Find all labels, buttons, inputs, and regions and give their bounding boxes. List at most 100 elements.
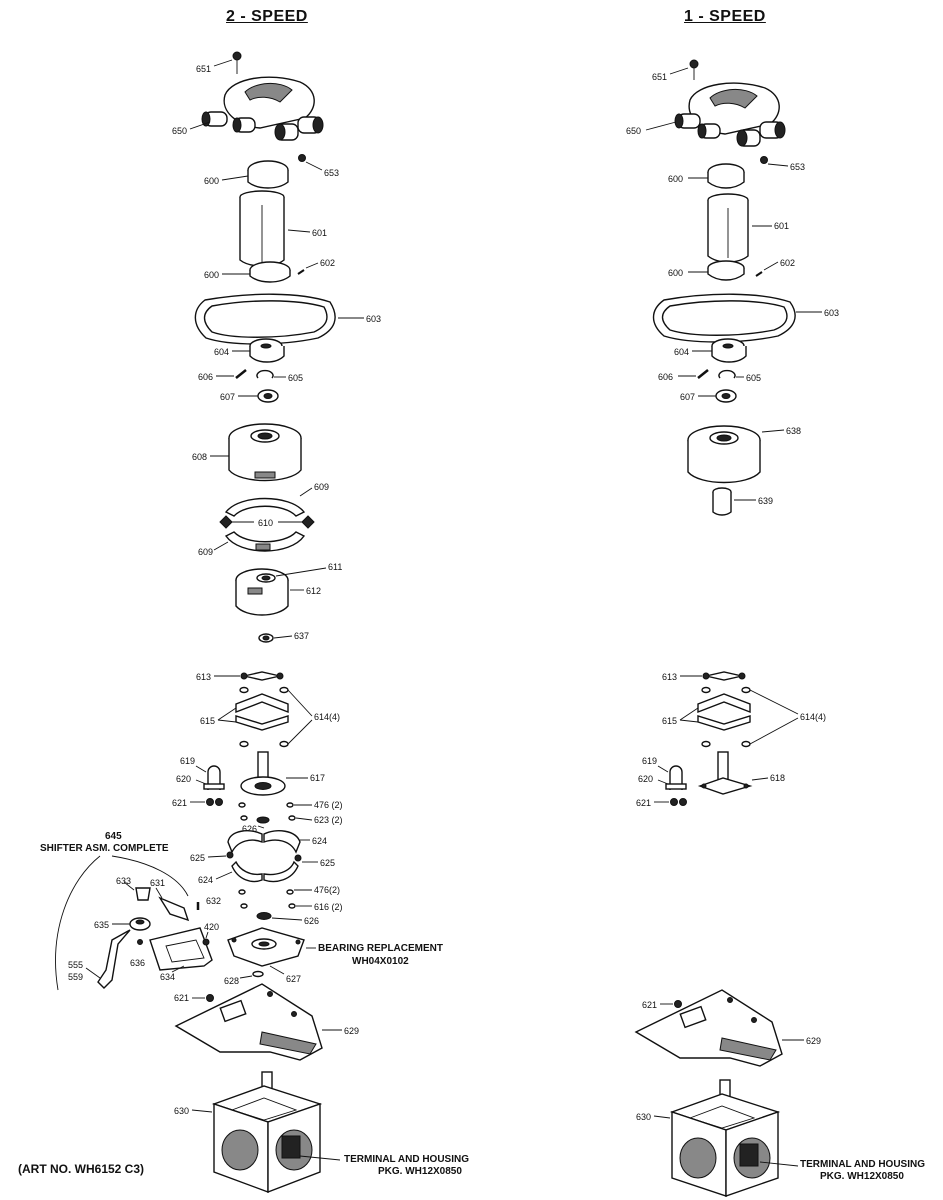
hose-601-icon <box>239 190 285 267</box>
screw-602-icon <box>297 269 305 275</box>
screw-653-right-icon <box>760 156 768 164</box>
washers-614-bottom-icon <box>239 740 289 748</box>
label-651-right: 651 <box>652 72 667 82</box>
label-620-right: 620 <box>638 774 653 784</box>
key-606-icon <box>235 369 247 379</box>
label-609-bottom: 609 <box>198 547 213 557</box>
label-630-right: 630 <box>636 1112 651 1122</box>
label-617: 617 <box>310 773 325 783</box>
label-607: 607 <box>220 392 235 402</box>
label-631: 631 <box>150 878 165 888</box>
nut-637-icon <box>258 633 274 643</box>
label-604-right: 604 <box>674 347 689 357</box>
shoe-609-top-icon <box>224 497 306 517</box>
label-602-right: 602 <box>780 258 795 268</box>
sleeve-639-icon <box>712 487 732 516</box>
ring-605-right-icon <box>718 369 736 379</box>
label-600-top: 600 <box>204 176 219 186</box>
belt-603-icon <box>194 293 336 345</box>
label-555: 555 <box>68 960 83 970</box>
clamp-600-bottom-icon <box>249 261 291 283</box>
label-625-right: 625 <box>320 858 335 868</box>
mounting-plate-629-icon <box>174 983 323 1061</box>
label-600-bottom-right: 600 <box>668 268 683 278</box>
art-number: (ART NO. WH6152 C3) <box>18 1162 145 1176</box>
label-626-bottom: 626 <box>304 916 319 926</box>
nuts-621-right-icon <box>670 798 687 806</box>
terminal-housing-right-part: PKG. WH12X0850 <box>820 1171 904 1182</box>
washers-614-right-icon <box>701 686 751 748</box>
pump-650-right-icon <box>674 82 786 147</box>
pulley-638-icon <box>687 425 761 484</box>
label-605: 605 <box>288 373 303 383</box>
label-619-right: 619 <box>642 756 657 766</box>
label-608: 608 <box>192 452 207 462</box>
shifter-assembly-645-icon <box>55 855 213 991</box>
label-625-left: 625 <box>190 853 205 863</box>
screw-651-icon <box>232 51 242 74</box>
pump-650-icon <box>201 76 324 141</box>
label-653: 653 <box>324 168 339 178</box>
screw-651-right-icon <box>689 59 699 80</box>
label-613-right: 613 <box>662 672 677 682</box>
label-621-bottom-right: 621 <box>642 1000 657 1010</box>
label-621-top: 621 <box>172 798 187 808</box>
bearing-607-right-icon <box>715 389 737 403</box>
label-635: 635 <box>94 920 109 930</box>
pulley-604-right-icon <box>711 338 747 363</box>
label-619: 619 <box>180 756 195 766</box>
heading-2-speed: 2 - SPEED <box>226 8 308 25</box>
key-606-right-icon <box>697 369 709 379</box>
label-629: 629 <box>344 1026 359 1036</box>
label-614-right: 614(4) <box>800 712 826 722</box>
link-613-right-icon <box>702 671 746 681</box>
label-620: 620 <box>176 774 191 784</box>
label-650-right: 650 <box>626 126 641 136</box>
right-assembly: 651 650 653 <box>626 59 839 1197</box>
label-606-right: 606 <box>658 372 673 382</box>
label-610: 610 <box>258 518 273 528</box>
motor-630-icon <box>211 1071 323 1194</box>
label-616: 616 (2) <box>314 902 343 912</box>
label-476-top: 476 (2) <box>314 800 343 810</box>
bearing-plate-627-icon <box>227 927 305 967</box>
label-637: 637 <box>294 631 309 641</box>
label-636: 636 <box>130 958 145 968</box>
pulley-604-icon <box>249 338 285 363</box>
washers-476-623-icon <box>238 802 296 821</box>
label-420: 420 <box>204 922 219 932</box>
bearing-replacement-part: WH04X0102 <box>352 956 409 967</box>
label-601-right: 601 <box>774 221 789 231</box>
label-623: 623 (2) <box>314 815 343 825</box>
hose-601-right-icon <box>707 193 749 263</box>
label-624-bottom: 624 <box>198 875 213 885</box>
shifter-label: SHIFTER ASM. COMPLETE <box>40 843 169 854</box>
label-612: 612 <box>306 586 321 596</box>
label-615: 615 <box>200 716 215 726</box>
clamp-600-bottom-right-icon <box>707 260 745 281</box>
label-601: 601 <box>312 228 327 238</box>
label-621-top-right: 621 <box>636 798 651 808</box>
belt-603-right-icon <box>652 293 796 343</box>
label-615-right: 615 <box>662 716 677 726</box>
label-611: 611 <box>328 562 342 572</box>
mounting-plate-629-right-icon <box>634 989 783 1067</box>
label-624-top: 624 <box>312 836 327 846</box>
yoke-615-icon <box>235 693 289 731</box>
clamp-600-top-icon <box>247 160 289 189</box>
label-559: 559 <box>68 972 83 982</box>
label-632: 632 <box>206 896 221 906</box>
terminal-housing-left-part: PKG. WH12X0850 <box>378 1166 462 1177</box>
nuts-621-icon <box>206 798 223 806</box>
washers-614-top-icon <box>239 686 289 694</box>
clamp-600-top-right-icon <box>707 163 745 189</box>
drum-608-icon <box>228 423 302 482</box>
label-618: 618 <box>770 773 785 783</box>
label-602: 602 <box>320 258 335 268</box>
label-600-top-right: 600 <box>668 174 683 184</box>
left-assembly: 651 650 653 <box>55 51 381 1194</box>
terminal-housing-left-title: TERMINAL AND HOUSING <box>344 1154 469 1165</box>
label-626-top: 626 <box>242 824 257 834</box>
label-633: 633 <box>116 876 131 886</box>
